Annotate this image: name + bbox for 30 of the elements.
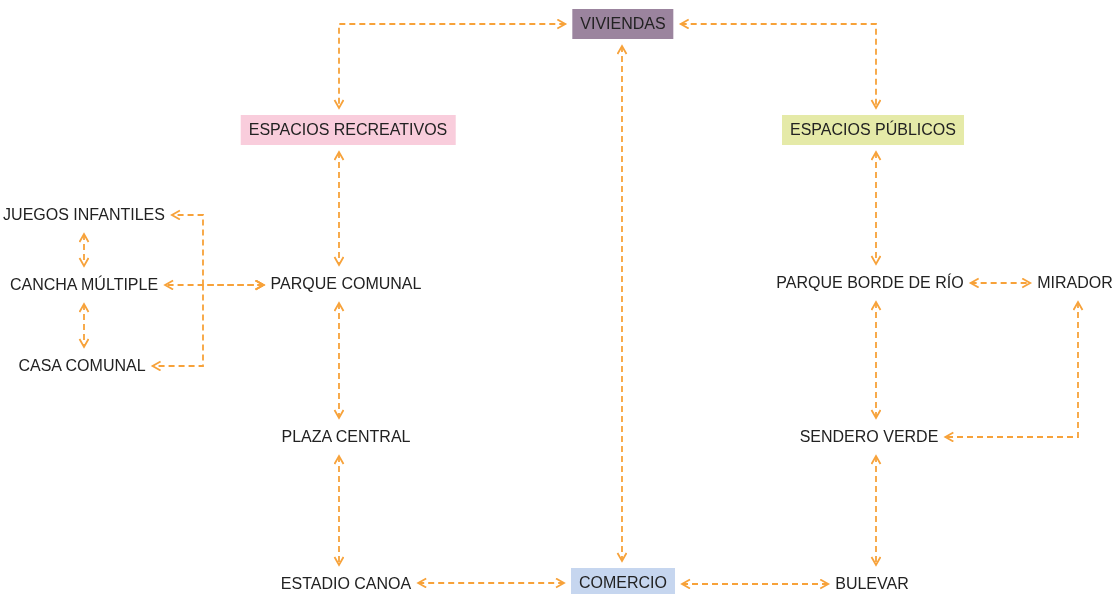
dashed-arrow <box>870 455 882 566</box>
dashed-arrow <box>969 277 1032 289</box>
node-label: CASA COMUNAL <box>18 354 146 378</box>
node-label: BULEVAR <box>835 572 909 594</box>
node-label: MIRADOR <box>1037 271 1113 295</box>
node-label: PARQUE BORDE DE RÍO <box>776 271 964 295</box>
node-label: SENDERO VERDE <box>799 425 939 449</box>
dashed-arrow <box>870 151 882 265</box>
dashed-arrow <box>333 151 345 266</box>
node-label: PLAZA CENTRAL <box>281 425 411 449</box>
dashed-arrow <box>616 45 628 562</box>
node-label: CANCHA MÚLTIPLE <box>9 273 159 297</box>
dashed-arrow <box>870 301 882 419</box>
dashed-arrow <box>333 18 567 109</box>
dashed-arrow <box>417 577 565 589</box>
dashed-arrow <box>78 233 90 267</box>
dashed-arrow <box>78 303 90 348</box>
dashed-arrow <box>151 279 265 372</box>
dashed-arrow <box>681 578 830 590</box>
dashed-arrow <box>679 18 882 109</box>
node-label: JUEGOS INFANTILES <box>3 203 165 227</box>
node-label: ESTADIO CANOA <box>280 572 412 594</box>
dashed-arrow <box>333 302 345 419</box>
category-box: ESPACIOS PÚBLICOS <box>782 115 964 145</box>
node-label: PARQUE COMUNAL <box>270 272 422 296</box>
category-box: COMERCIO <box>571 568 675 594</box>
category-box: ESPACIOS RECREATIVOS <box>240 115 456 145</box>
dashed-arrow <box>333 455 345 566</box>
dashed-arrow <box>944 301 1084 443</box>
category-box: VIVIENDAS <box>572 9 674 39</box>
